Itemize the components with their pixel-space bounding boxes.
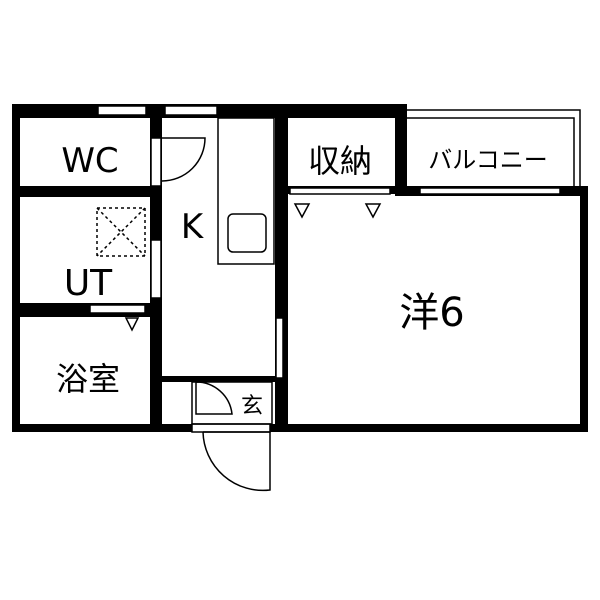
doors <box>89 137 391 492</box>
label-ut: UT <box>64 263 113 304</box>
label-balcony: バルコニー <box>428 146 548 174</box>
washing-machine-pan-icon <box>96 207 146 257</box>
windows <box>97 105 561 379</box>
kitchen-sink-icon <box>227 213 267 253</box>
label-storage: 収納 <box>308 142 372 180</box>
door-marker-storage-2 <box>364 203 382 219</box>
label-western-room: 洋6 <box>399 290 464 336</box>
kitchen-counter <box>217 117 275 265</box>
label-wc: WC <box>61 141 118 181</box>
label-bath: 浴室 <box>56 360 120 398</box>
label-kitchen: K <box>181 207 205 247</box>
room-labels: WC UT 浴室 K 収納 バルコニー 洋6 玄 <box>56 141 548 419</box>
door-swing-wc <box>161 137 206 182</box>
door-marker-bath <box>124 317 140 332</box>
window-kitchen <box>164 105 218 116</box>
label-entrance: 玄 <box>241 394 263 419</box>
fixtures <box>96 117 275 425</box>
door-swing-front <box>202 431 271 492</box>
window-side <box>275 317 284 379</box>
door-marker-storage-1 <box>293 203 311 219</box>
balcony-rail <box>404 109 581 188</box>
window-wc <box>97 105 147 116</box>
window-western <box>419 187 561 195</box>
door-swing-shoebox <box>195 381 233 415</box>
